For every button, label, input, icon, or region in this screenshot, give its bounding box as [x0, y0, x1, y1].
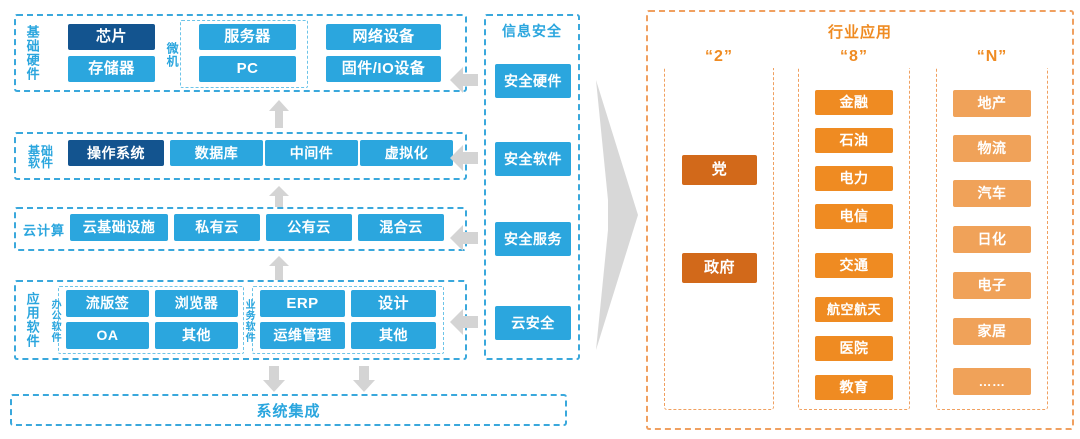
- chip-middleware[interactable]: 中间件: [265, 140, 358, 166]
- chip-browser[interactable]: 浏览器: [155, 290, 238, 317]
- chip-private-cloud[interactable]: 私有云: [174, 214, 260, 241]
- chip-other-business[interactable]: 其他: [351, 322, 436, 349]
- chip-server[interactable]: 服务器: [199, 24, 296, 50]
- arrow-up-icon: [269, 256, 289, 282]
- chip-firmware-io-device[interactable]: 固件/IO设备: [326, 56, 441, 82]
- chip-automobile[interactable]: 汽车: [953, 180, 1031, 207]
- chip-cloud-infrastructure[interactable]: 云基础设施: [70, 214, 168, 241]
- arrow-left-icon: [450, 223, 478, 253]
- arrow-up-icon: [269, 186, 289, 212]
- column-title-2: “2”: [664, 46, 774, 68]
- chip-cloud-security[interactable]: 云安全: [495, 306, 571, 340]
- bottom-bar-label: 系统集成: [256, 402, 321, 420]
- arrow-left-icon: [450, 143, 478, 173]
- arrow-up-icon: [269, 100, 289, 128]
- chip-government[interactable]: 政府: [682, 253, 757, 283]
- panel-title-information-security: 信息安全: [502, 23, 562, 39]
- chip-security-software[interactable]: 安全软件: [495, 142, 571, 176]
- chip-telecom[interactable]: 电信: [815, 204, 893, 229]
- group-microcomputer: [180, 20, 308, 88]
- chip-storage[interactable]: 存储器: [68, 56, 155, 82]
- arrow-left-icon: [450, 307, 478, 337]
- row-label-application-software: 应用软件: [24, 292, 40, 348]
- chip-electronics[interactable]: 电子: [953, 272, 1031, 299]
- group-label-microcomputer: 微机: [165, 42, 180, 68]
- chip-home-furnishing[interactable]: 家居: [953, 318, 1031, 345]
- chip-pc[interactable]: PC: [199, 56, 296, 82]
- chip-security-service[interactable]: 安全服务: [495, 222, 571, 256]
- column-2: [664, 58, 774, 410]
- arrow-left-icon: [450, 65, 478, 95]
- chip-real-estate[interactable]: 地产: [953, 90, 1031, 117]
- chip-design[interactable]: 设计: [351, 290, 436, 317]
- chip-daily-chemical[interactable]: 日化: [953, 226, 1031, 253]
- arrow-up-icon: [263, 366, 285, 392]
- chip-network-device[interactable]: 网络设备: [326, 24, 441, 50]
- column-title-8: “8”: [798, 46, 910, 68]
- group-label-office-software: 办公软件: [49, 299, 61, 343]
- bottom-bar-system-integration: [10, 394, 567, 426]
- panel-title-industry-application: 行业应用: [827, 23, 892, 41]
- chip-hybrid-cloud[interactable]: 混合云: [358, 214, 444, 241]
- group-business-software: [252, 286, 444, 354]
- chip-public-cloud[interactable]: 公有云: [266, 214, 352, 241]
- chip-logistics[interactable]: 物流: [953, 135, 1031, 162]
- arrow-up-icon: [353, 366, 375, 392]
- chip-database[interactable]: 数据库: [170, 140, 263, 166]
- chip-security-hardware[interactable]: 安全硬件: [495, 64, 571, 98]
- chip-petroleum[interactable]: 石油: [815, 128, 893, 153]
- chip-ops-management[interactable]: 运维管理: [260, 322, 345, 349]
- chip-virtualization[interactable]: 虚拟化: [360, 140, 453, 166]
- chip-erp[interactable]: ERP: [260, 290, 345, 317]
- chip-hospital[interactable]: 医院: [815, 336, 893, 361]
- chip-chip[interactable]: 芯片: [68, 24, 155, 50]
- chip-finance[interactable]: 金融: [815, 90, 893, 115]
- chip-party[interactable]: 党: [682, 155, 757, 185]
- chip-operating-system[interactable]: 操作系统: [68, 140, 164, 166]
- chip-other-office[interactable]: 其他: [155, 322, 238, 349]
- chip-ellipsis[interactable]: ……: [953, 368, 1031, 395]
- group-office-software: [58, 286, 244, 354]
- chip-liuban-sign[interactable]: 流版签: [66, 290, 149, 317]
- chip-electric-power[interactable]: 电力: [815, 166, 893, 191]
- chip-transportation[interactable]: 交通: [815, 253, 893, 278]
- row-label-basic-software: 基础 软件: [27, 143, 54, 170]
- row-label-basic-hardware: 基础硬件: [24, 25, 40, 81]
- chip-education[interactable]: 教育: [815, 375, 893, 400]
- column-title-n: “N”: [936, 46, 1048, 68]
- chip-aerospace[interactable]: 航空航天: [815, 297, 893, 322]
- big-arrow-right-icon: [592, 80, 638, 350]
- chip-oa[interactable]: OA: [66, 322, 149, 349]
- group-label-business-software: 业务软件: [243, 299, 255, 343]
- row-label-cloud-computing: 云计算: [22, 222, 65, 238]
